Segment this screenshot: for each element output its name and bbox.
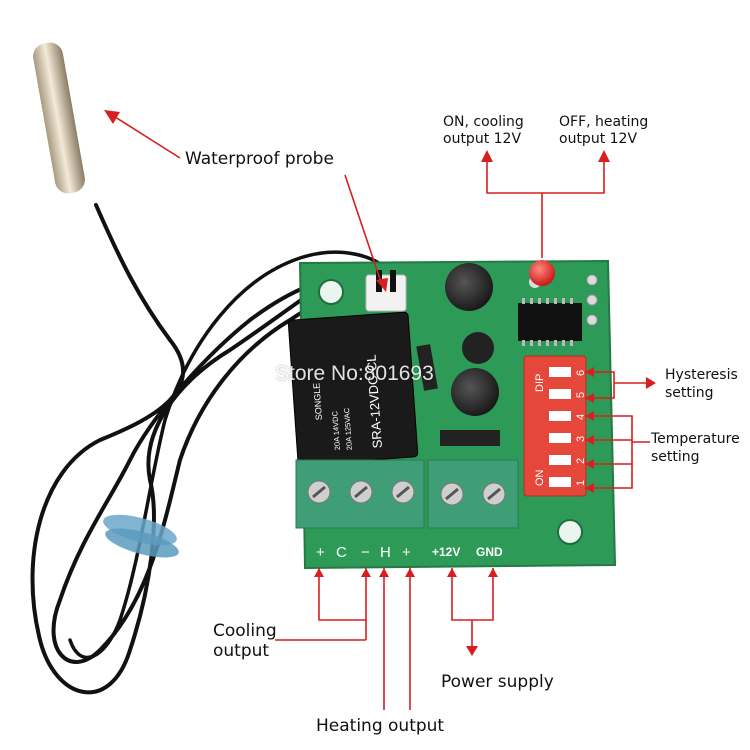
terminal-label-plus-1: + [316, 544, 325, 561]
diode [416, 344, 438, 391]
label-on-cooling-line2: output 12V [443, 131, 522, 147]
relay-rating-1: 20A 14VDC [330, 410, 342, 450]
label-hysteresis-line1: Hysteresis [665, 367, 738, 383]
callout-lines [111, 114, 650, 710]
probe-cable-loop [51, 273, 394, 664]
capacitor-bottom [451, 368, 499, 416]
header-pads [586, 274, 598, 326]
label-temperature-line1: Temperature [651, 431, 740, 447]
terminal-label-12v: +12V [432, 545, 460, 559]
terminal-block-power [427, 459, 519, 529]
dip-switch-5[interactable] [549, 389, 571, 399]
label-cooling-output: Cooling output [213, 621, 277, 661]
terminal-label-minus: − [361, 544, 370, 561]
waterproof-probe [30, 42, 397, 695]
screw-slots [312, 485, 501, 501]
dip-switch: DIP ON 6 5 4 3 2 1 [523, 355, 587, 497]
label-cooling-line1: Cooling [213, 621, 277, 641]
ic-pins [522, 298, 573, 346]
store-watermark: Store No:801693 [275, 362, 434, 385]
dip-number-3: 3 [575, 436, 587, 442]
label-waterproof-probe: Waterproof probe [185, 149, 334, 169]
cable-tie [103, 514, 179, 558]
relay: SRA-12VDC-CL SONGLE 20A 14VDC 20A 125VAC [287, 311, 419, 466]
terminal-label-h: H [380, 544, 391, 561]
label-on-cooling: ON, cooling output 12V [443, 114, 524, 148]
label-off-heating: OFF, heating output 12V [559, 114, 648, 148]
dip-number-5: 5 [575, 392, 587, 398]
label-on-cooling-line1: ON, cooling [443, 114, 524, 130]
label-off-heating-line1: OFF, heating [559, 114, 649, 130]
dip-switch-6[interactable] [549, 367, 571, 377]
relay-model-text: SRA-12VDC-CL [363, 354, 385, 449]
terminal-label-gnd: GND [476, 545, 503, 559]
label-off-heating-line2: output 12V [559, 131, 638, 147]
label-power-supply: Power supply [441, 672, 554, 692]
dip-switch-2[interactable] [549, 455, 571, 465]
label-temperature: Temperature setting [651, 430, 740, 466]
dip-number-2: 2 [575, 458, 587, 464]
dip-switch-3[interactable] [549, 433, 571, 443]
dip-switch-4[interactable] [549, 411, 571, 421]
pcb-board: SRA-12VDC-CL SONGLE 20A 14VDC 20A 125VAC [287, 259, 617, 570]
capacitor-top [445, 263, 493, 311]
probe-sleeve [33, 42, 85, 194]
probe-cable-loop-2 [68, 250, 397, 660]
relay-brand-text: SONGLE [311, 382, 324, 420]
dip-label: DIP [534, 374, 546, 392]
label-heating-output: Heating output [316, 716, 445, 736]
callout-arrowheads [104, 110, 656, 656]
dip-number-6: 6 [575, 370, 587, 376]
bottom-diode [440, 430, 500, 446]
transistor [462, 332, 494, 364]
dip-switch-1[interactable] [549, 477, 571, 487]
terminal-label-c: C [336, 544, 347, 561]
mount-hole-top-left [318, 279, 344, 305]
probe-connector-wire-2 [390, 270, 396, 292]
label-hysteresis: Hysteresis setting [665, 366, 738, 402]
label-cooling-line2: output [213, 641, 270, 661]
relay-rating-2: 20A 125VAC [342, 407, 354, 450]
status-led [529, 260, 555, 286]
mount-hole-bottom-right [557, 519, 583, 545]
label-hysteresis-line2: setting [665, 385, 714, 401]
dip-number-1: 1 [575, 480, 587, 486]
dip-on-label: ON [534, 469, 546, 486]
terminal-label-plus-2: + [402, 544, 411, 561]
dip-number-4: 4 [575, 414, 587, 420]
label-temperature-line2: setting [651, 449, 700, 465]
controller-ic [518, 303, 582, 341]
